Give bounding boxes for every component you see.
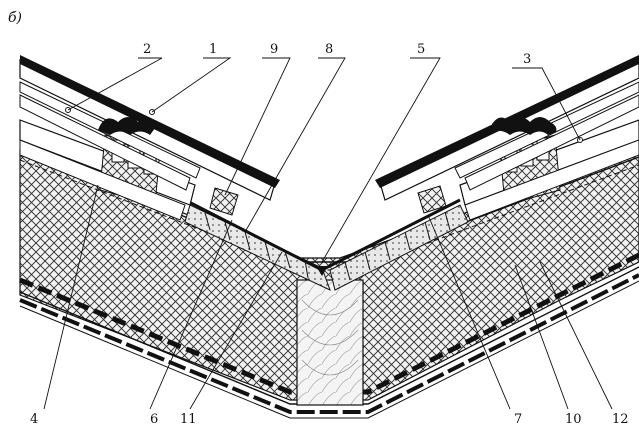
right-fastener-clip (492, 117, 557, 135)
callout-1: 1 (209, 42, 217, 57)
callout-7: 7 (514, 412, 522, 427)
callout-3: 3 (523, 52, 531, 67)
callout-5: 5 (417, 42, 425, 57)
callout-12: 12 (612, 412, 629, 427)
leader-lines (43, 57, 613, 410)
callout-4: 4 (30, 412, 38, 427)
callout-6: 6 (150, 412, 158, 427)
callout-8: 8 (325, 42, 333, 57)
subfigure-label: б) (8, 10, 22, 26)
callout-10: 10 (565, 412, 582, 427)
callout-2: 2 (143, 42, 151, 57)
right-sheathing-boards (329, 204, 469, 291)
callout-labels: 2 1 9 8 5 3 4 6 11 7 10 12 (30, 42, 629, 427)
callout-9: 9 (270, 42, 278, 57)
valley-rafter (296, 279, 364, 406)
callout-11: 11 (180, 412, 197, 427)
left-spacer-block (209, 187, 239, 216)
left-fastener-clip (98, 117, 158, 135)
right-spacer-block (417, 185, 447, 214)
